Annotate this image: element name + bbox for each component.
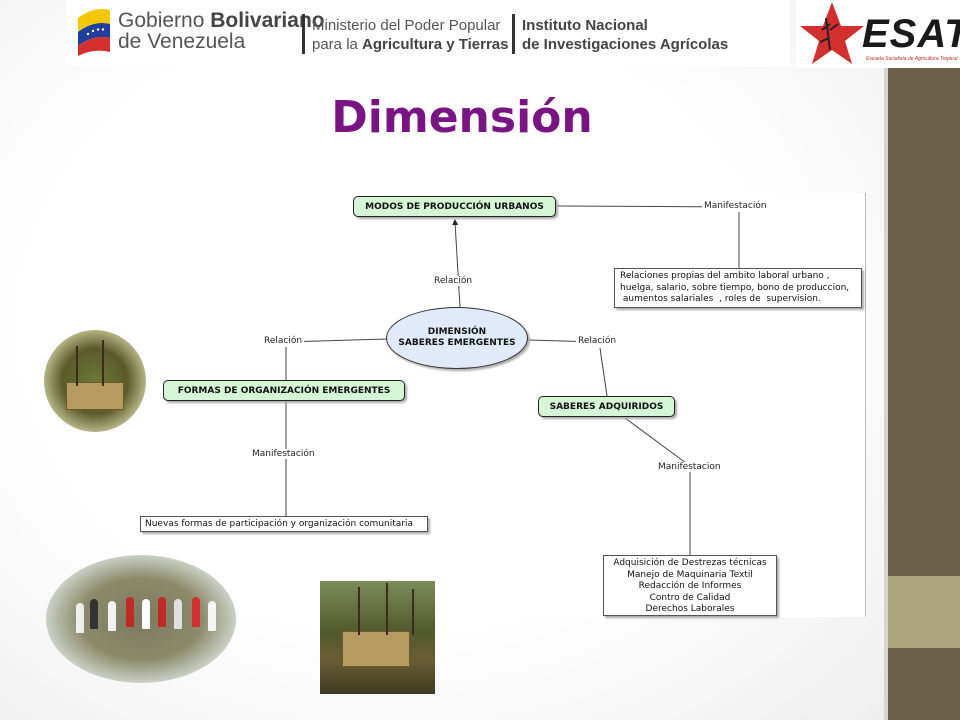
label-relacion-left: Relación xyxy=(262,336,305,346)
garden-stick xyxy=(102,340,104,386)
connector-center-modos xyxy=(452,219,461,308)
person xyxy=(142,599,150,629)
connector-saberes-manif xyxy=(624,417,691,467)
center-line1: DIMENSIÓN xyxy=(427,327,487,337)
red-star-icon xyxy=(800,2,864,64)
header-separator xyxy=(512,14,515,54)
esat-logo: ESAT Escuela Socialista de Agricultura T… xyxy=(796,0,960,68)
photo-garden-beds-round xyxy=(44,330,146,432)
person xyxy=(90,599,98,629)
person xyxy=(174,599,182,629)
label-manifestacion-top: Manifestación xyxy=(702,201,769,211)
photo-community-group xyxy=(46,555,236,683)
decorative-side-band xyxy=(888,576,960,648)
node-formas-organizacion: FORMAS DE ORGANIZACIÓN EMERGENTES xyxy=(163,380,405,401)
government-name: Gobierno Bolivariano de Venezuela xyxy=(118,9,325,53)
box-adquisicion-destrezas: Adquisición de Destrezas técnicas Manejo… xyxy=(603,555,777,616)
page-title: Dimensión xyxy=(331,92,593,143)
garden-stick xyxy=(412,589,414,635)
label-manifestacion-right: Manifestacion xyxy=(656,462,723,472)
person xyxy=(108,601,116,631)
garden-stick xyxy=(76,346,78,386)
person xyxy=(76,603,84,633)
box-relaciones-laborales: Relaciones propias del ambito laboral ur… xyxy=(614,268,862,308)
concept-map-panel xyxy=(130,193,866,617)
side-strip xyxy=(884,0,888,720)
label-relacion-right: Relación xyxy=(576,336,619,346)
center-line2: SABERES EMERGENTES xyxy=(398,338,516,348)
venezuela-flag-icon xyxy=(78,9,110,56)
ministry-name: Ministerio del Poder Popular para la Agr… xyxy=(312,17,509,53)
label-relacion-top: Relación xyxy=(432,276,475,286)
photo-garden-beds-square xyxy=(320,581,435,694)
institute-name: Instituto Nacional de Investigaciones Ag… xyxy=(522,17,729,53)
box-nuevas-formas: Nuevas formas de participación y organiz… xyxy=(140,516,428,532)
connector-rel-saberes xyxy=(599,347,608,397)
person xyxy=(158,597,166,627)
garden-bed xyxy=(66,382,124,410)
person xyxy=(208,601,216,631)
esat-subtitle: Escuela Socialista de Agricultura Tropic… xyxy=(866,56,958,62)
esat-wordmark: ESAT xyxy=(862,12,960,56)
label-manifestacion-left: Manifestación xyxy=(250,449,317,459)
node-center-dimension: DIMENSIÓN SABERES EMERGENTES xyxy=(386,307,528,369)
node-modos-produccion: MODOS DE PRODUCCIÓN URBANOS xyxy=(353,196,556,217)
header-banner xyxy=(66,0,790,66)
garden-stick xyxy=(386,583,388,635)
garden-stick xyxy=(358,587,360,635)
node-saberes-adquiridos: SABERES ADQUIRIDOS xyxy=(538,396,675,417)
person xyxy=(126,597,134,627)
person xyxy=(192,597,200,627)
header-separator xyxy=(302,14,305,54)
garden-bed xyxy=(342,631,410,667)
